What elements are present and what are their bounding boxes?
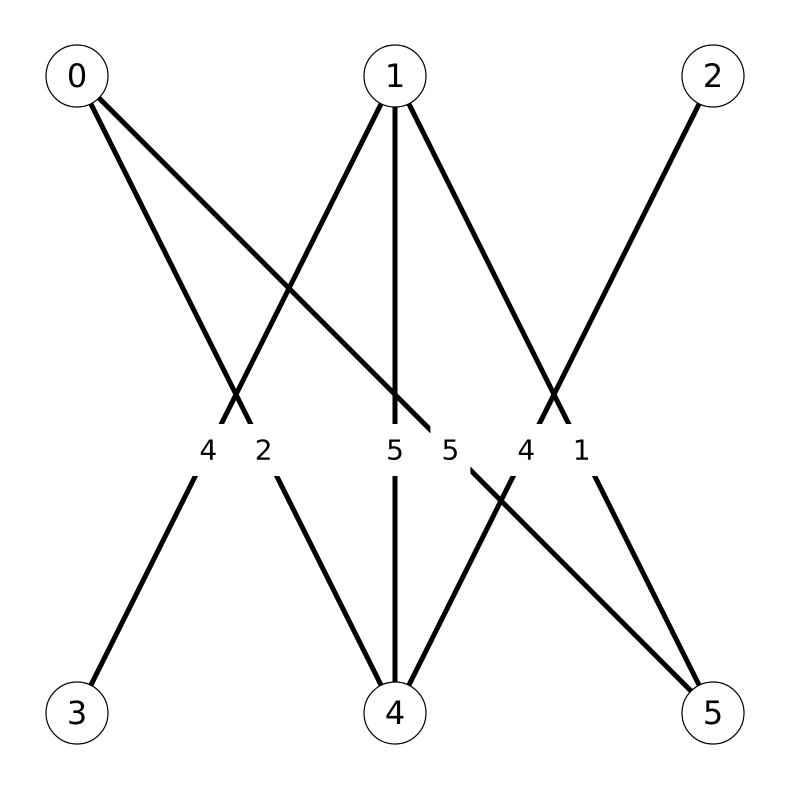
- node-circle: [363, 44, 427, 108]
- node-circle: [45, 44, 109, 108]
- node-4: 4: [363, 681, 427, 745]
- edge-weight-label: 5: [386, 434, 404, 467]
- node-circle: [681, 681, 745, 745]
- edge-0-4: [88, 102, 384, 687]
- edge-weight-2-4: 4: [506, 424, 547, 476]
- node-0: 0: [45, 44, 109, 108]
- node-2: 2: [681, 44, 745, 108]
- node-label: 2: [703, 57, 723, 95]
- node-label: 0: [67, 57, 87, 95]
- edge-weight-label: 5: [441, 434, 459, 467]
- node-label: 4: [385, 694, 405, 732]
- edge-weight-label: 2: [255, 434, 273, 467]
- node-circle: [45, 681, 109, 745]
- edge-weight-1-5: 1: [561, 424, 602, 476]
- edges-layer: [88, 96, 702, 693]
- node-label: 5: [703, 694, 723, 732]
- node-1: 1: [363, 44, 427, 108]
- edge-weight-label: 4: [199, 434, 217, 467]
- edge-weight-1-3: 4: [188, 424, 229, 476]
- nodes-layer: 0 1 2 3 4 5: [45, 44, 745, 745]
- node-circle: [363, 681, 427, 745]
- node-label: 3: [67, 694, 87, 732]
- node-circle: [681, 44, 745, 108]
- weights-layer: 4 2 5 5 4 1: [188, 424, 602, 476]
- node-3: 3: [45, 681, 109, 745]
- edge-weight-label: 1: [573, 434, 591, 467]
- edge-weight-1-4: 5: [375, 424, 415, 476]
- edge-weight-0-4: 2: [243, 424, 284, 476]
- edge-1-5: [406, 102, 702, 687]
- edge-weight-label: 4: [517, 434, 535, 467]
- node-label: 1: [385, 57, 405, 95]
- edge-weight-0-5: 5: [430, 424, 471, 476]
- edge-0-5: [97, 96, 693, 693]
- node-5: 5: [681, 681, 745, 745]
